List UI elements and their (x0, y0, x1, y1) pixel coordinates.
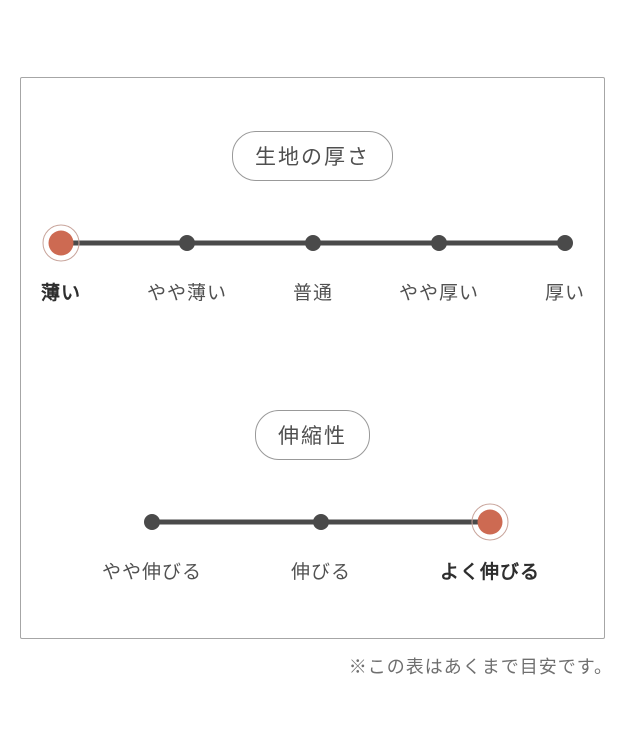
scale-dot (431, 235, 447, 251)
scale-title-pill: 伸縮性 (255, 410, 370, 460)
scale-track (144, 503, 509, 541)
scale-thickness: 生地の厚さ 薄い やや薄い 普通 やや厚い 厚い (21, 131, 604, 304)
scale-track (42, 224, 573, 262)
scale-option-label: やや厚い (398, 283, 480, 304)
scale-labels: やや伸びる 伸びる よく伸びる (102, 557, 539, 583)
selected-marker-dot (471, 503, 509, 541)
selected-marker-dot (42, 224, 80, 262)
scale-option-label: 普通 (292, 283, 334, 304)
scale-title-wrap: 伸縮性 (21, 410, 604, 460)
spec-panel: 生地の厚さ 薄い やや薄い 普通 やや厚い 厚い 伸縮性 やや伸びる 伸びる よく伸びる (20, 77, 605, 639)
scale-labels: 薄い やや薄い 普通 やや厚い 厚い (41, 278, 584, 304)
scale-dot (557, 235, 573, 251)
scale-dot (179, 235, 195, 251)
scale-option-label: やや薄い (146, 283, 228, 304)
scale-option-label: 厚い (544, 283, 586, 304)
scale-title-label: 生地の厚さ (255, 146, 370, 169)
scale-option-label: やや伸びる (101, 562, 203, 583)
product-spec-figure: 生地の厚さ 薄い やや薄い 普通 やや厚い 厚い 伸縮性 やや伸びる 伸びる よく伸びる ※… (20, 77, 612, 679)
scale-dot (305, 235, 321, 251)
scale-title-wrap: 生地の厚さ (21, 131, 604, 181)
scale-dot (144, 514, 160, 530)
scale-option-label: 薄い (40, 283, 82, 304)
scale-dot (313, 514, 329, 530)
scale-title-pill: 生地の厚さ (232, 131, 393, 181)
scale-option-label: 伸びる (290, 562, 352, 583)
disclaimer-note: ※この表はあくまで目安です。 (348, 657, 613, 677)
scale-stretch: 伸縮性 やや伸びる 伸びる よく伸びる (21, 410, 604, 583)
scale-title-label: 伸縮性 (278, 425, 347, 448)
scale-option-label: よく伸びる (439, 562, 541, 583)
